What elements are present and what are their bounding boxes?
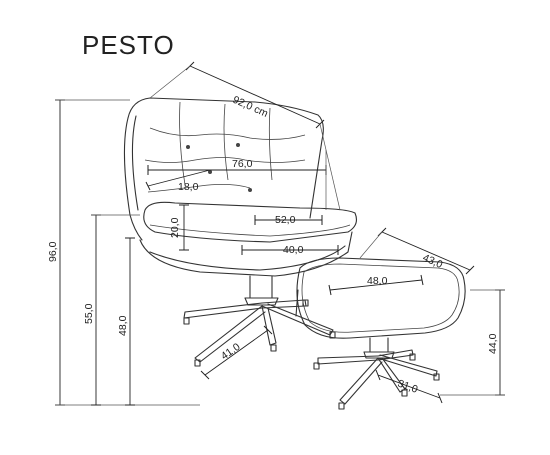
dim-seat-height: 48,0 — [117, 315, 129, 336]
stool-drawing — [295, 257, 466, 410]
chair-drawing — [123, 97, 357, 367]
dimension-lines — [55, 61, 505, 406]
dim-chair-base: 41,0 — [219, 341, 243, 363]
dim-seat-thickness: 20,0 — [169, 217, 181, 238]
dim-stool-base: 31,0 — [396, 378, 419, 396]
dim-stool-width: 48,0 — [367, 275, 388, 287]
dim-armrest-height: 18,0 — [178, 181, 199, 193]
dim-seat-front: 40,0 — [283, 244, 304, 256]
dim-seat-depth: 52,0 — [275, 214, 296, 226]
dim-backrest-height: 55,0 — [83, 303, 95, 324]
dim-total-height: 96,0 — [47, 241, 59, 262]
dim-seat-width: 76,0 — [232, 158, 253, 170]
dim-chair-total-width: 92,0 cm — [231, 94, 270, 120]
product-title: PESTO — [82, 30, 175, 60]
dim-stool-height: 44,0 — [487, 333, 499, 354]
